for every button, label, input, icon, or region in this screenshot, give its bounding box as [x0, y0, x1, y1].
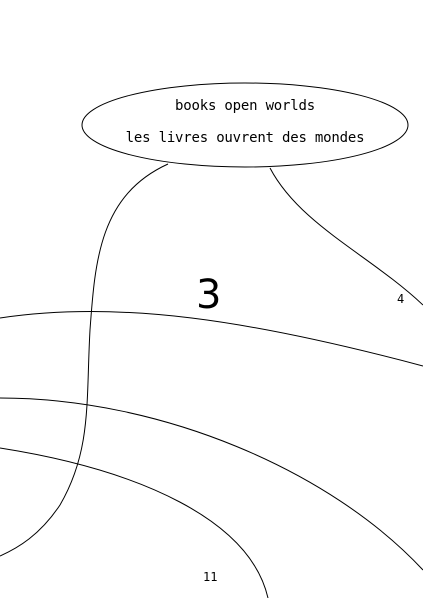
- bubble-tail-left-curve: [0, 163, 169, 557]
- bubble-text-english: books open worlds: [175, 98, 315, 114]
- horizon-curve-middle: [0, 397, 423, 571]
- region-number-right: 4: [397, 292, 405, 306]
- horizon-curve-lower: [0, 447, 269, 598]
- region-number-bottom: 11: [203, 570, 218, 584]
- bubble-text-french: les livres ouvrent des mondes: [125, 130, 365, 146]
- bubble-tail-right-curve: [269, 167, 423, 306]
- speech-bubble-outline: [81, 82, 409, 168]
- region-number-large: 3: [196, 272, 222, 318]
- horizon-curve-upper: [0, 310, 423, 367]
